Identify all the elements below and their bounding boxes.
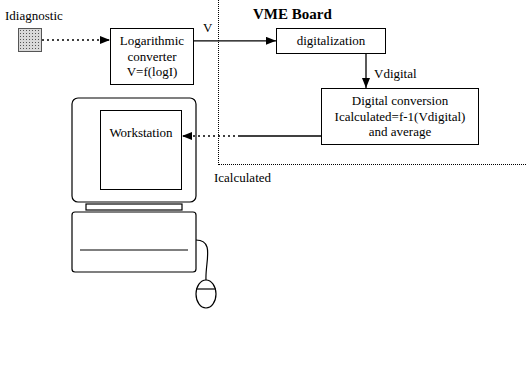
node-text: Workstation: [106, 115, 176, 141]
arrow-line: [42, 39, 110, 40]
node-text: Idiagnostic: [5, 8, 63, 24]
signal-name: V: [201, 20, 214, 36]
arrow-line: [365, 54, 366, 88]
flow-arrow: [194, 40, 276, 41]
node-text: Digital conversion Icalculated=f-1(Vdigi…: [327, 93, 473, 140]
monitor-frame: [72, 98, 196, 202]
computer-base: [72, 212, 196, 272]
mouse-cord: [196, 240, 208, 280]
mouse: [196, 280, 216, 308]
flow-arrow: [42, 40, 110, 41]
region-title: VME Board: [253, 6, 332, 23]
process-box: Digital conversion Icalculated=f-1(Vdigi…: [321, 88, 479, 145]
mouse-button: [196, 288, 216, 289]
process-box: Logarithmic converter V=f(logI): [110, 28, 194, 85]
flow-arrow: [366, 54, 367, 88]
node-text: Logarithmic converter V=f(logI): [116, 33, 188, 80]
screen-box: Workstation: [100, 110, 182, 190]
arrow-line: [182, 135, 240, 136]
arrow-line: [194, 40, 276, 41]
diagnostic-source: Idiagnostic: [5, 8, 63, 52]
diagnostic-square: [18, 28, 42, 52]
signal-name: Icalculated: [212, 170, 273, 186]
monitor-stand: [86, 204, 182, 210]
board-region: VME Board digitalizationDigital conversio…: [218, 0, 527, 165]
arrow-line: [240, 135, 321, 136]
signal-name: Vdigital: [372, 66, 419, 82]
process-box: digitalization: [276, 28, 386, 54]
node-text: digitalization: [282, 33, 380, 49]
drive-slot: [80, 249, 188, 250]
flow-arrow: [182, 136, 321, 137]
